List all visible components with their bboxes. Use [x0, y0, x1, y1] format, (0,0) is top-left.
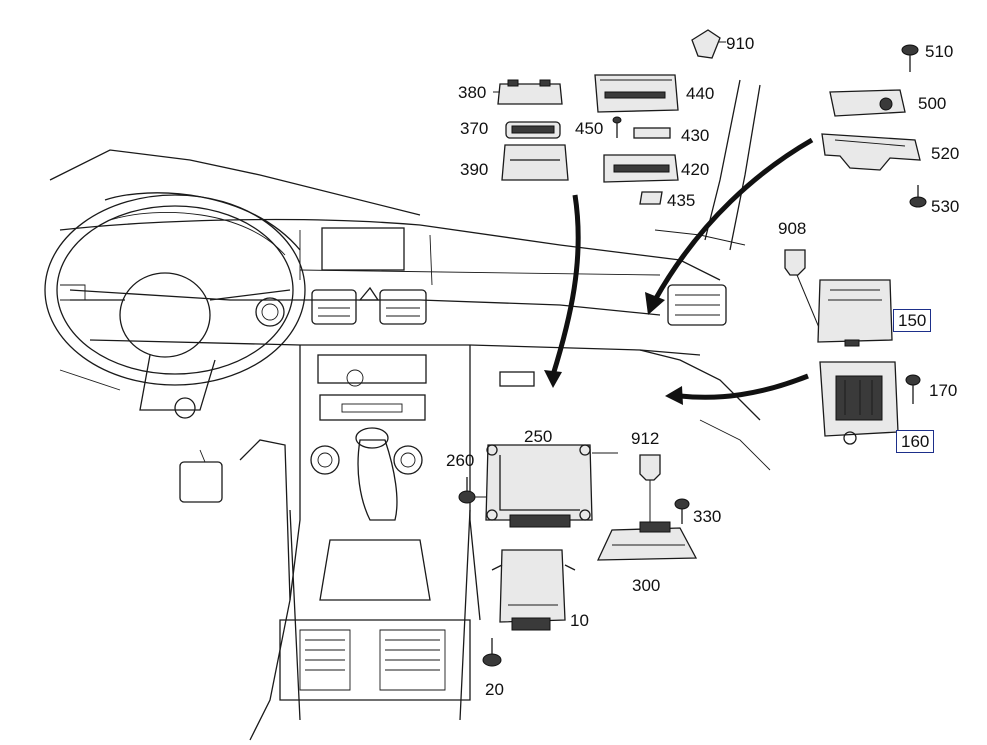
part-510-icon	[901, 44, 919, 72]
part-370-icon	[505, 121, 561, 139]
callout-520: 520	[931, 144, 960, 163]
part-330-icon	[674, 498, 690, 524]
part-912-icon	[639, 454, 661, 522]
callout-370: 370	[460, 119, 489, 138]
callout-435: 435	[667, 191, 696, 210]
part-530-icon	[909, 185, 927, 208]
part-420-icon	[603, 154, 679, 183]
callout-420: 420	[681, 160, 710, 179]
part-440-icon	[594, 74, 679, 113]
callout-380: 380	[458, 83, 487, 102]
part-380-icon	[493, 79, 563, 105]
part-430-icon	[633, 127, 671, 139]
callout-260: 260	[446, 451, 475, 470]
callout-450: 450	[575, 119, 604, 138]
part-910-icon	[691, 29, 726, 59]
part-20-icon	[482, 638, 502, 667]
callout-390: 390	[460, 160, 489, 179]
callout-160-boxed: 160	[896, 430, 935, 453]
part-390-icon	[501, 144, 569, 181]
callout-912: 912	[631, 429, 660, 448]
part-908-icon	[784, 249, 821, 331]
callout-170: 170	[929, 381, 958, 400]
part-150-icon	[817, 279, 893, 347]
callout-908: 908	[778, 219, 807, 238]
callout-10: 10	[570, 611, 589, 630]
part-170-icon	[905, 374, 921, 404]
part-160-icon	[819, 361, 899, 445]
part-260-icon	[458, 477, 486, 504]
part-450-icon	[612, 116, 622, 138]
callout-150-boxed: 150	[893, 309, 932, 332]
callout-510: 510	[925, 42, 954, 61]
callout-20: 20	[485, 680, 504, 699]
callout-250: 250	[524, 427, 553, 446]
callout-430: 430	[681, 126, 710, 145]
pointer-arrows	[544, 137, 814, 405]
callout-330: 330	[693, 507, 722, 526]
part-520-icon	[821, 133, 921, 171]
part-500-icon	[829, 89, 906, 117]
callout-500: 500	[918, 94, 947, 113]
part-10-icon	[491, 549, 576, 631]
dashboard-outline	[44, 79, 771, 741]
callout-910: 910	[726, 34, 755, 53]
callout-530: 530	[931, 197, 960, 216]
callout-440: 440	[686, 84, 715, 103]
callout-300: 300	[632, 576, 661, 595]
part-435-icon	[639, 191, 663, 205]
part-250-icon	[485, 444, 618, 528]
part-300-icon	[596, 521, 698, 561]
